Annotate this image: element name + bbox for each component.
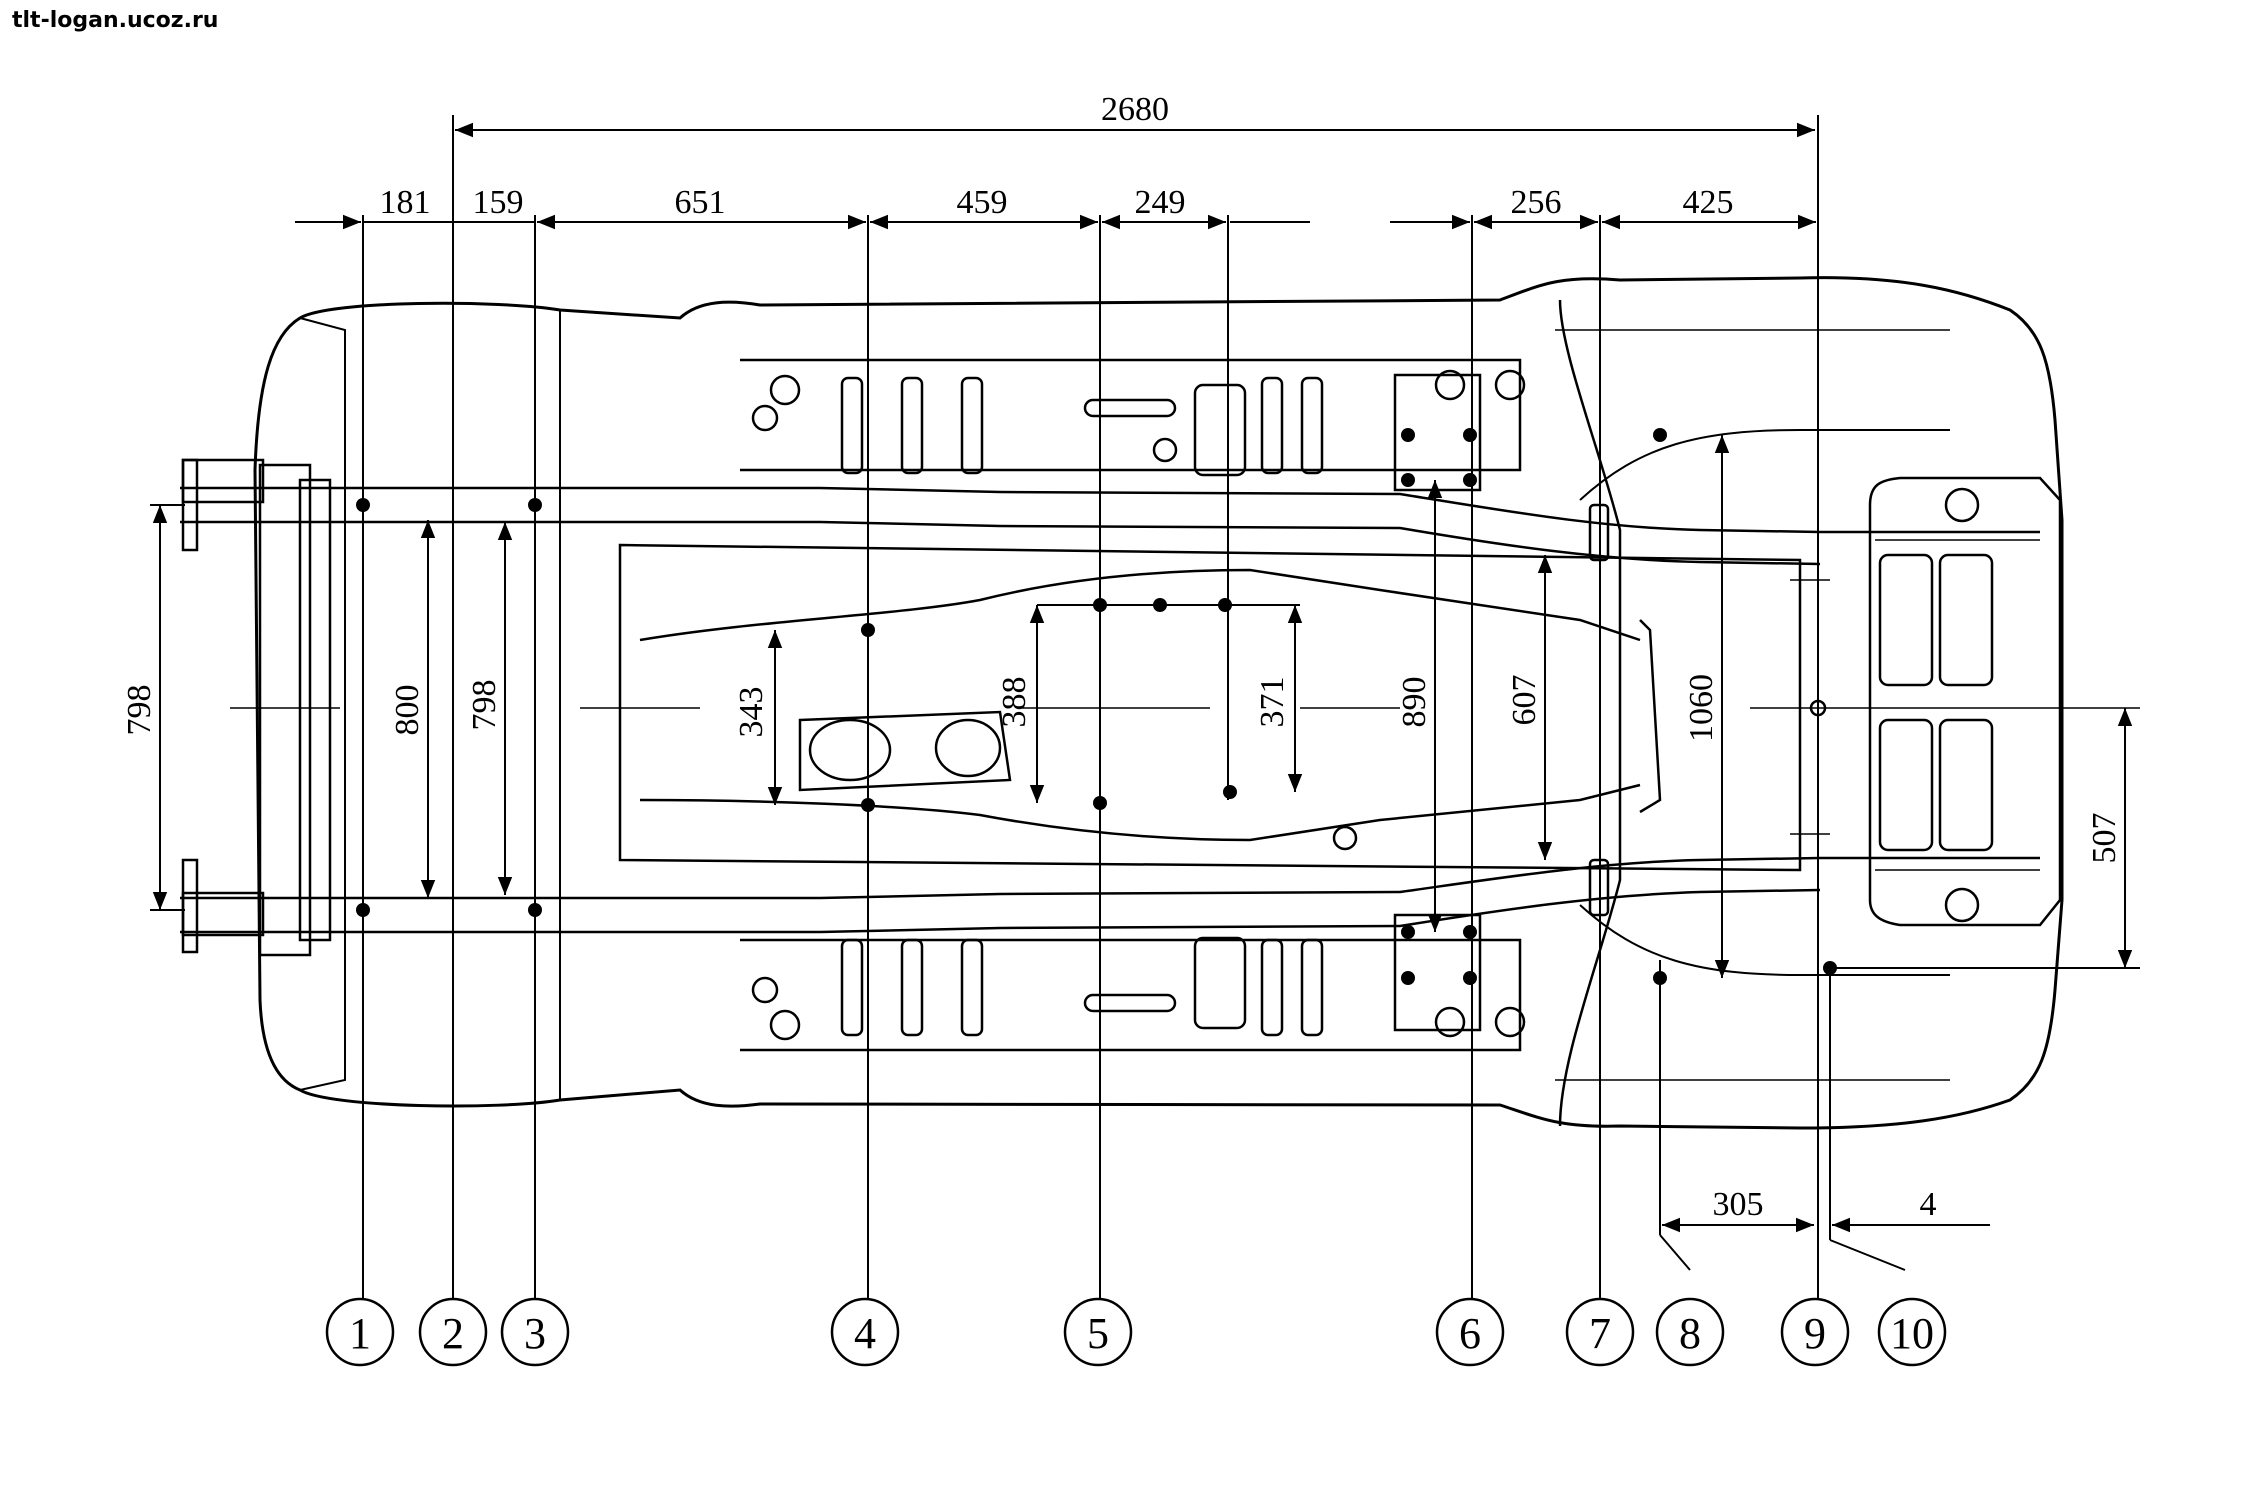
svg-text:10: 10 xyxy=(1890,1309,1934,1358)
reference-point-8: 8 xyxy=(1655,1297,1725,1367)
reference-point-7: 7 xyxy=(1565,1297,1635,1367)
dimension-388: 388 xyxy=(996,677,1033,728)
dimension-305: 305 xyxy=(1713,1186,1764,1223)
dimension-249: 249 xyxy=(1135,184,1186,221)
reference-point-5: 5 xyxy=(1063,1297,1133,1367)
dimension-425: 425 xyxy=(1683,184,1734,221)
dimension-overall-length: 2680 xyxy=(1101,91,1169,128)
dimension-507: 507 xyxy=(2086,813,2123,864)
dimension-800: 800 xyxy=(389,685,426,736)
svg-text:1: 1 xyxy=(349,1309,371,1358)
svg-text:8: 8 xyxy=(1679,1309,1701,1358)
svg-text:3: 3 xyxy=(524,1309,546,1358)
reference-balloons: 1 2 3 4 5 6 7 8 xyxy=(325,1297,1947,1367)
dimension-343: 343 xyxy=(733,687,770,738)
reference-point-markers xyxy=(356,428,1837,985)
svg-text:5: 5 xyxy=(1087,1309,1109,1358)
dimension-651: 651 xyxy=(675,184,726,221)
reference-point-9: 9 xyxy=(1780,1297,1850,1367)
svg-text:9: 9 xyxy=(1804,1309,1826,1358)
car-body-outline xyxy=(253,276,2064,1130)
reference-point-2: 2 xyxy=(418,1297,488,1367)
svg-text:6: 6 xyxy=(1459,1309,1481,1358)
dimension-371: 371 xyxy=(1254,677,1291,728)
dimension-256: 256 xyxy=(1511,184,1562,221)
vertical-dimension-arrows xyxy=(150,435,2140,978)
dimension-890: 890 xyxy=(1396,677,1433,728)
reference-point-6: 6 xyxy=(1435,1297,1505,1367)
dimension-798: 798 xyxy=(466,680,503,731)
dimension-1060: 1060 xyxy=(1683,674,1720,742)
dimension-4: 4 xyxy=(1920,1186,1937,1223)
reference-point-10: 10 xyxy=(1877,1297,1947,1367)
dimension-798-front: 798 xyxy=(121,685,158,736)
centerline xyxy=(230,579,2140,835)
dimension-159: 159 xyxy=(473,184,524,221)
svg-text:4: 4 xyxy=(854,1309,876,1358)
longitudinal-rails xyxy=(180,486,2040,934)
reference-point-1: 1 xyxy=(325,1297,395,1367)
reference-leader-lines xyxy=(362,115,1906,1300)
dimension-181: 181 xyxy=(380,184,431,221)
reference-point-4: 4 xyxy=(830,1297,900,1367)
svg-text:2: 2 xyxy=(442,1309,464,1358)
dimension-607: 607 xyxy=(1506,675,1543,726)
watermark: tlt-logan.ucoz.ru xyxy=(12,8,219,33)
rear-floor-spare-well xyxy=(1555,299,2062,1127)
dimension-459: 459 xyxy=(957,184,1008,221)
svg-text:7: 7 xyxy=(1589,1309,1611,1358)
center-tunnel xyxy=(618,543,1802,872)
reference-point-3: 3 xyxy=(500,1297,570,1367)
floor-panel-ribs xyxy=(740,358,1526,1052)
